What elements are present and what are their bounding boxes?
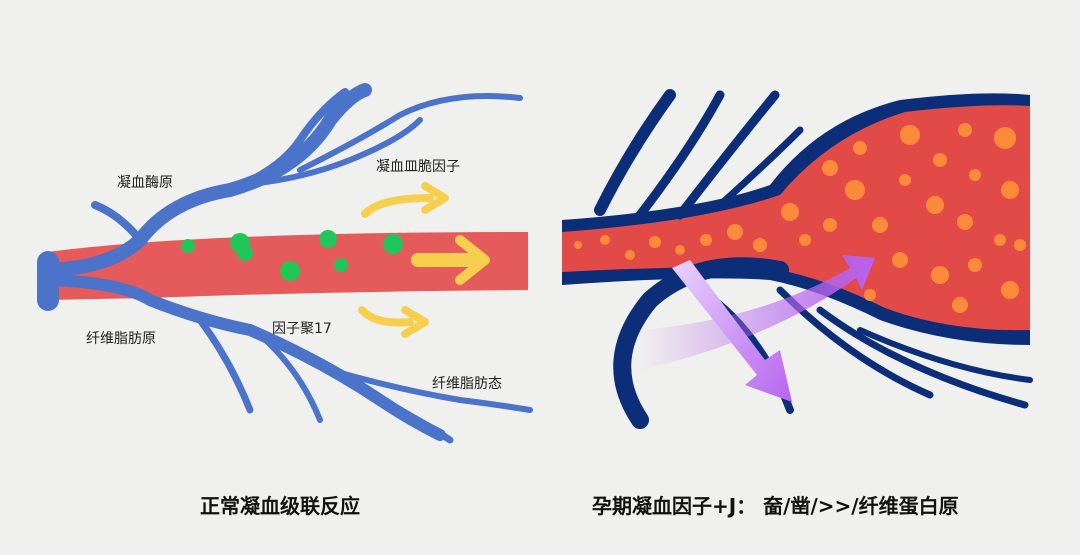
vein-branches bbox=[37, 83, 533, 444]
caption-pregnancy-coagulation: 孕期凝血因子+J： 奤/凿/>>/纤维蛋白原 bbox=[592, 494, 959, 518]
purple-arrows bbox=[640, 255, 875, 402]
clotting-particles bbox=[574, 123, 1026, 313]
label-factor-middle: 因子聚17 bbox=[272, 321, 332, 337]
normal-coagulation-diagram bbox=[37, 83, 533, 444]
clotting-particles bbox=[181, 230, 403, 281]
label-fibrinogen: 纤维脂肪原 bbox=[86, 331, 156, 347]
caption-normal-coagulation: 正常凝血级联反应 bbox=[200, 494, 360, 518]
flow-arrows bbox=[358, 182, 490, 338]
label-fibrin-state: 纤维脂肪态 bbox=[432, 376, 502, 392]
label-factor-top: 凝血皿脆因子 bbox=[376, 159, 460, 175]
pregnancy-coagulation-diagram bbox=[562, 89, 1033, 429]
label-prothrombin: 凝血酶原 bbox=[117, 175, 173, 191]
